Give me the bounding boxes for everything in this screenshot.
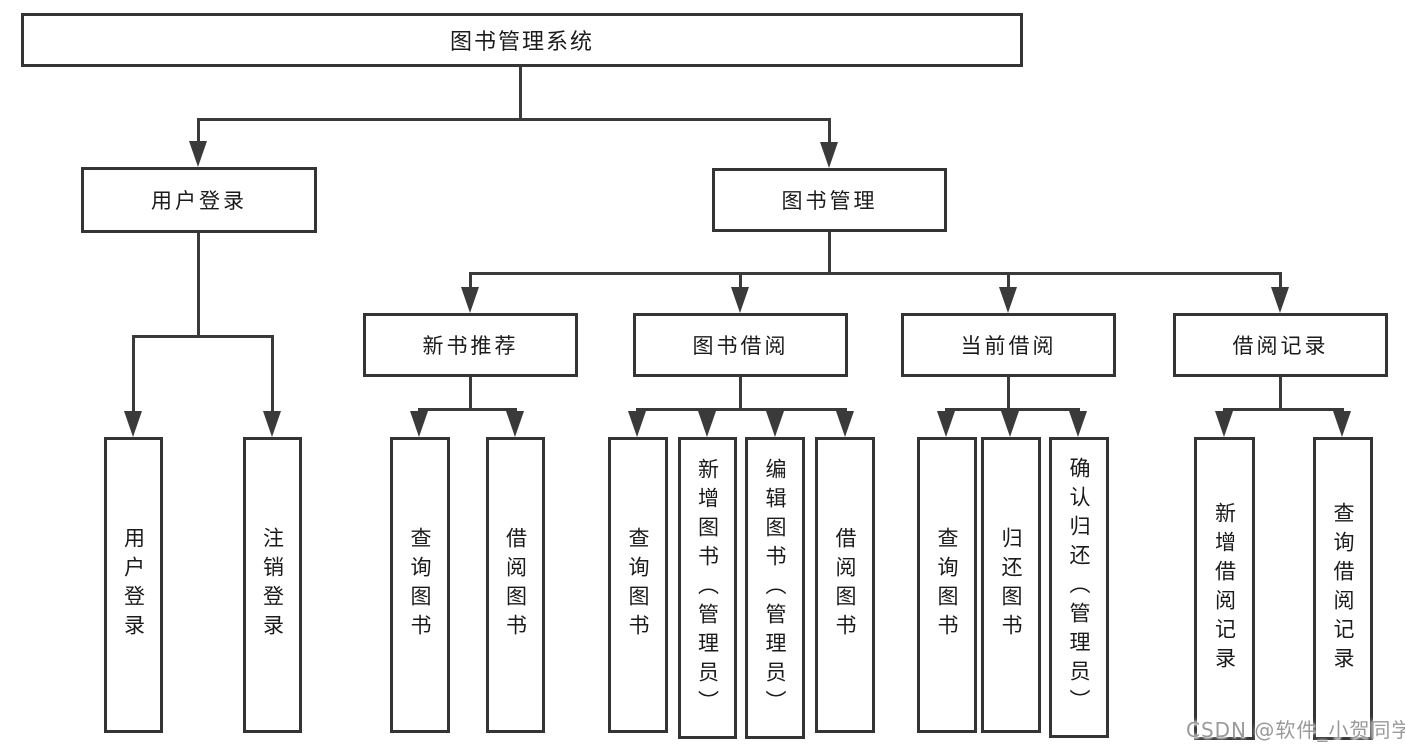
connector-line bbox=[132, 335, 273, 338]
arrow-down-icon bbox=[461, 287, 479, 313]
connector-line bbox=[197, 233, 200, 335]
node-book-borrow: 图书借阅 bbox=[633, 313, 848, 377]
leaf-borrow-books-recommend: 借阅图书 bbox=[486, 437, 545, 733]
connector-line bbox=[945, 408, 1080, 411]
node-book-management: 图书管理 bbox=[712, 168, 947, 232]
connector-line bbox=[271, 335, 274, 413]
arrow-down-icon bbox=[263, 411, 281, 437]
arrow-down-icon bbox=[698, 411, 716, 437]
leaf-query-books-recommend: 查询图书 bbox=[390, 437, 450, 733]
leaf-add-borrow-record: 新增借阅记录 bbox=[1194, 437, 1255, 740]
arrow-down-icon bbox=[731, 287, 749, 313]
leaf-confirm-return-admin: 确认归还（管理员） bbox=[1049, 437, 1109, 738]
arrow-down-icon bbox=[410, 411, 428, 437]
arrow-down-icon bbox=[766, 411, 784, 437]
connector-line bbox=[197, 118, 831, 121]
leaf-query-books-current: 查询图书 bbox=[917, 437, 977, 733]
arrow-down-icon bbox=[937, 411, 955, 437]
node-user-login: 用户登录 bbox=[81, 167, 317, 233]
connector-line bbox=[1007, 272, 1010, 290]
arrow-down-icon bbox=[999, 287, 1017, 313]
node-borrow-records: 借阅记录 bbox=[1173, 313, 1388, 377]
connector-line bbox=[469, 272, 472, 290]
connector-line bbox=[418, 408, 517, 411]
connector-line bbox=[636, 408, 846, 411]
leaf-user-login: 用户登录 bbox=[104, 437, 163, 733]
arrow-down-icon bbox=[506, 411, 524, 437]
leaf-logout: 注销登录 bbox=[243, 437, 302, 733]
connector-line bbox=[828, 232, 831, 272]
arrow-down-icon bbox=[1001, 411, 1019, 437]
arrow-down-icon bbox=[1215, 411, 1233, 437]
leaf-query-borrow-record: 查询借阅记录 bbox=[1313, 437, 1373, 740]
arrow-down-icon bbox=[189, 141, 207, 167]
arrow-down-icon bbox=[1271, 287, 1289, 313]
arrow-down-icon bbox=[820, 142, 838, 168]
connector-line bbox=[1223, 408, 1344, 411]
arrow-down-icon bbox=[836, 411, 854, 437]
node-current-borrow: 当前借阅 bbox=[901, 313, 1116, 377]
arrow-down-icon bbox=[628, 411, 646, 437]
leaf-borrow-books: 借阅图书 bbox=[815, 437, 875, 733]
leaf-return-books: 归还图书 bbox=[981, 437, 1041, 733]
leaf-query-books-borrow: 查询图书 bbox=[608, 437, 668, 733]
watermark: CSDN @软件_小贺同学 bbox=[1186, 718, 1405, 742]
arrow-down-icon bbox=[124, 411, 142, 437]
connector-line bbox=[1007, 377, 1010, 408]
arrow-down-icon bbox=[1069, 411, 1087, 437]
connector-line bbox=[739, 377, 742, 408]
connector-line bbox=[469, 377, 472, 408]
connector-line bbox=[469, 272, 1282, 275]
connector-line bbox=[197, 118, 200, 145]
connector-line bbox=[1279, 377, 1282, 408]
node-new-book-recommend: 新书推荐 bbox=[363, 313, 578, 377]
leaf-edit-books-admin: 编辑图书（管理员） bbox=[745, 437, 805, 739]
leaf-add-books-admin: 新增图书（管理员） bbox=[678, 437, 737, 739]
connector-line bbox=[1279, 272, 1282, 290]
arrow-down-icon bbox=[1333, 411, 1351, 437]
node-root-system: 图书管理系统 bbox=[21, 13, 1023, 67]
connector-line bbox=[132, 335, 135, 413]
connector-line bbox=[519, 66, 522, 118]
connector-line bbox=[739, 272, 742, 290]
connector-line bbox=[828, 118, 831, 145]
